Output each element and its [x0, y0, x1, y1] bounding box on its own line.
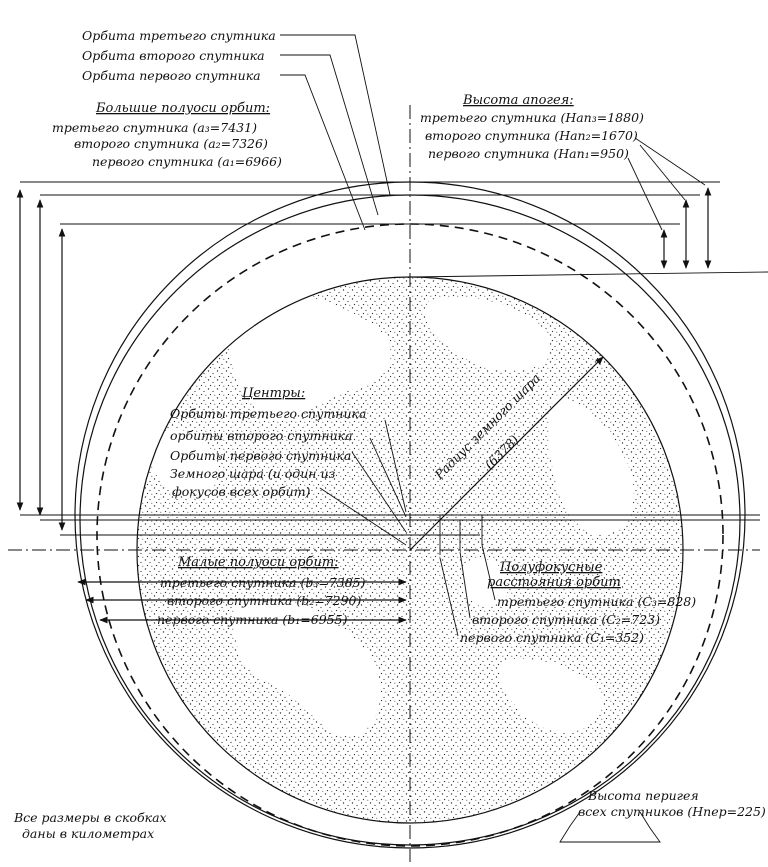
semi-minor-first: первого спутника (b₁=6955) [157, 612, 348, 627]
apogee-second: второго спутника (Hап₂=1670) [425, 128, 638, 143]
leader-lines [280, 34, 706, 843]
center-earth-line1: Земного шара (и один из [170, 466, 336, 481]
center-third: Орбиты третьего спутника [170, 406, 366, 421]
apogee-heading: Высота апогея: [462, 93, 574, 108]
centers-heading: Центры: [242, 386, 305, 401]
focal-first: первого спутника (C₁=352) [460, 630, 644, 645]
earth-landmass-voids [149, 294, 634, 736]
apogee-first: первого спутника (Hап₁=950) [428, 146, 629, 161]
center-second: орбиты второго спутника [170, 428, 353, 443]
semi-minor-heading: Малые полуоси орбит: [177, 555, 339, 570]
semi-major-first: первого спутника (a₁=6966) [92, 154, 282, 169]
label-orbit-first: Орбита первого спутника [82, 68, 261, 83]
center-lines [20, 514, 760, 536]
focal-heading-line2: расстояния орбит [487, 575, 621, 590]
center-earth-line2: фокусов всех орбит) [172, 484, 311, 499]
center-first: Орбиты первого спутника [170, 448, 351, 463]
apogee-dimensions [660, 187, 712, 269]
focal-heading-line1: Полуфокусные [499, 560, 603, 575]
focal-third: третьего спутника (C₃=828) [497, 594, 696, 609]
perigee-line2: всех спутников (Hпер=225) [578, 804, 766, 819]
label-orbit-third: Орбита третьего спутника [82, 28, 276, 43]
perigee-line1: Высота перигея [587, 788, 699, 803]
apogee-extension-lines [20, 181, 768, 278]
semi-major-second: второго спутника (a₂=7326) [74, 136, 268, 151]
note-line1: Все размеры в скобках [13, 810, 167, 825]
semi-major-third: третьего спутника (a₃=7431) [52, 120, 257, 135]
note-line2: даны в километрах [22, 826, 154, 841]
focal-second: второго спутника (C₂=723) [472, 612, 660, 627]
earth-radius-arrow [409, 356, 604, 551]
label-orbit-second: Орбита второго спутника [82, 48, 265, 63]
focal-distance-ticks [439, 515, 483, 555]
semi-minor-second: второго спутника (b₂=7290) [167, 593, 362, 608]
semi-minor-third: третьего спутника (b₃=7385) [160, 575, 366, 590]
semi-major-heading: Большие полуоси орбит: [95, 101, 270, 116]
semi-minor-dimensions [77, 578, 407, 624]
semi-major-dimensions [16, 189, 66, 531]
apogee-third: третьего спутника (Hап₃=1880) [420, 110, 644, 125]
